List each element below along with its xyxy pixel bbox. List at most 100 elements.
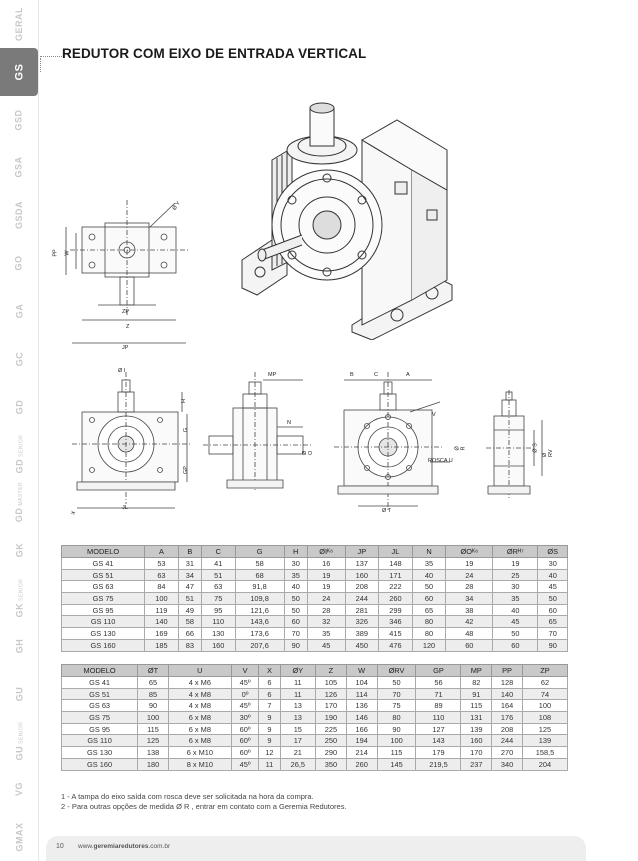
table-cell: 60	[537, 603, 568, 617]
dim-label-i: Ø I	[118, 368, 126, 374]
side-tab-gsa[interactable]: GSA	[0, 144, 38, 192]
side-tab-label: GUSENIOR	[14, 722, 25, 761]
side-tab-gk[interactable]: GK	[0, 526, 38, 574]
table-cell: 26,5	[279, 757, 317, 771]
table-cell: 136	[345, 699, 378, 713]
table-cell: 28	[306, 603, 346, 617]
table-cell: 65	[137, 676, 169, 689]
table-cell: 34	[445, 592, 494, 605]
table-cell: 179	[415, 746, 462, 759]
side-tab-gd-senior[interactable]: GDSENIOR	[0, 431, 38, 479]
table-cell: 38	[445, 603, 494, 617]
table-cell: 50	[283, 592, 308, 605]
table-cell: 4 x M8	[167, 699, 232, 713]
model-cell: GS 110	[60, 615, 146, 629]
table-cell: 21	[279, 746, 317, 759]
table-cell: 19	[306, 568, 346, 582]
table-cell: 30	[492, 580, 539, 594]
column-header: JP	[344, 545, 380, 558]
table-cell: 65	[537, 615, 568, 629]
table-cell: 415	[378, 627, 413, 640]
side-tab-gk-senior[interactable]: GKSENIOR	[0, 574, 38, 622]
table-cell: 45	[492, 615, 539, 629]
table-cell: 138	[137, 746, 169, 759]
side-tab-ga[interactable]: GA	[0, 287, 38, 335]
table-cell: 63	[144, 568, 179, 582]
side-tab-gu[interactable]: GU	[0, 670, 38, 718]
table-cell: 8 x M10	[167, 757, 232, 771]
side-tab-geral[interactable]: GERAL	[0, 0, 38, 48]
table-cell: 90	[283, 638, 308, 652]
dim-label-h: H	[180, 399, 187, 403]
dim-label-g: G	[183, 427, 190, 433]
table-cell: 51	[200, 568, 236, 582]
model-cell: GS 75	[60, 592, 146, 605]
column-header: V	[230, 664, 260, 677]
table-cell: 90	[537, 638, 568, 652]
side-tab-gs[interactable]: GS	[0, 47, 38, 96]
table-cell: 80	[376, 711, 417, 724]
table-cell: 15	[279, 722, 317, 736]
table-cell: 74	[521, 687, 569, 701]
table-cell: 40	[492, 603, 539, 617]
side-tab-gmax[interactable]: GMAX	[0, 813, 38, 861]
note-1: 1 - A tampa do eixo saída com rosca deve…	[61, 792, 314, 801]
model-cell: GS 95	[60, 603, 146, 617]
table-cell: 35	[306, 627, 346, 640]
side-tab-label: GC	[14, 351, 24, 366]
side-tab-gsda[interactable]: GSDA	[0, 191, 38, 239]
column-header: ØT	[137, 664, 169, 677]
side-tab-gc[interactable]: GC	[0, 335, 38, 383]
side-tab-gh[interactable]: GH	[0, 622, 38, 670]
side-tab-go[interactable]: GO	[0, 239, 38, 287]
page-number: 10	[56, 843, 64, 850]
dim-label-s: Ø S	[532, 443, 539, 453]
url-prefix: www.	[78, 843, 94, 850]
table-cell: 100	[137, 711, 169, 724]
dim-label-mp: MP	[268, 372, 277, 378]
isometric-drawing	[232, 100, 472, 340]
url-suffix: .com.br	[148, 843, 171, 850]
side-tab-gd[interactable]: GD	[0, 383, 38, 431]
table-cell: 109,8	[234, 592, 285, 605]
table-cell: 9	[258, 722, 281, 736]
side-tab-label: GSA	[13, 156, 24, 178]
table-cell: 100	[376, 734, 417, 748]
table-cell: 110	[200, 615, 236, 629]
side-tab-sublabel: SENIOR	[18, 578, 25, 601]
table-cell: 450	[344, 638, 380, 652]
side-tab-gd-master[interactable]: GDMASTER	[0, 478, 38, 526]
table-cell: 173,6	[234, 627, 285, 640]
model-cell: GS 41	[60, 557, 146, 570]
table-cell: 91	[460, 687, 493, 701]
table-cell: 58	[177, 615, 202, 629]
table-cell: 145	[376, 757, 417, 771]
table-cell: 68	[234, 568, 285, 582]
table-cell: 80	[411, 627, 447, 640]
side-tab-gu-senior[interactable]: GUSENIOR	[0, 718, 38, 766]
side-tab-label: GSD	[13, 109, 24, 131]
table-cell: 164	[491, 699, 523, 713]
column-header: MP	[460, 664, 493, 677]
dim-label-t: Ø T	[382, 508, 392, 514]
dim-label-jl: JL	[122, 505, 128, 511]
table-cell: 71	[415, 687, 462, 701]
side-tab-label: GS	[13, 63, 25, 81]
model-cell: GS 160	[60, 638, 146, 652]
table-cell: 65	[411, 603, 447, 617]
table-cell: 56	[415, 676, 462, 689]
table-cell: 125	[521, 722, 569, 736]
side-tab-sublabel: SENIOR	[18, 435, 25, 458]
side-tab-gsd[interactable]: GSD	[0, 96, 38, 144]
table-cell: 25	[492, 568, 539, 582]
table-cell: 80	[411, 615, 447, 629]
side-tab-vg[interactable]: VG	[0, 765, 38, 813]
table-cell: 60º	[230, 746, 260, 759]
website-link[interactable]: www.geremiaredutores.com.br	[78, 843, 170, 850]
